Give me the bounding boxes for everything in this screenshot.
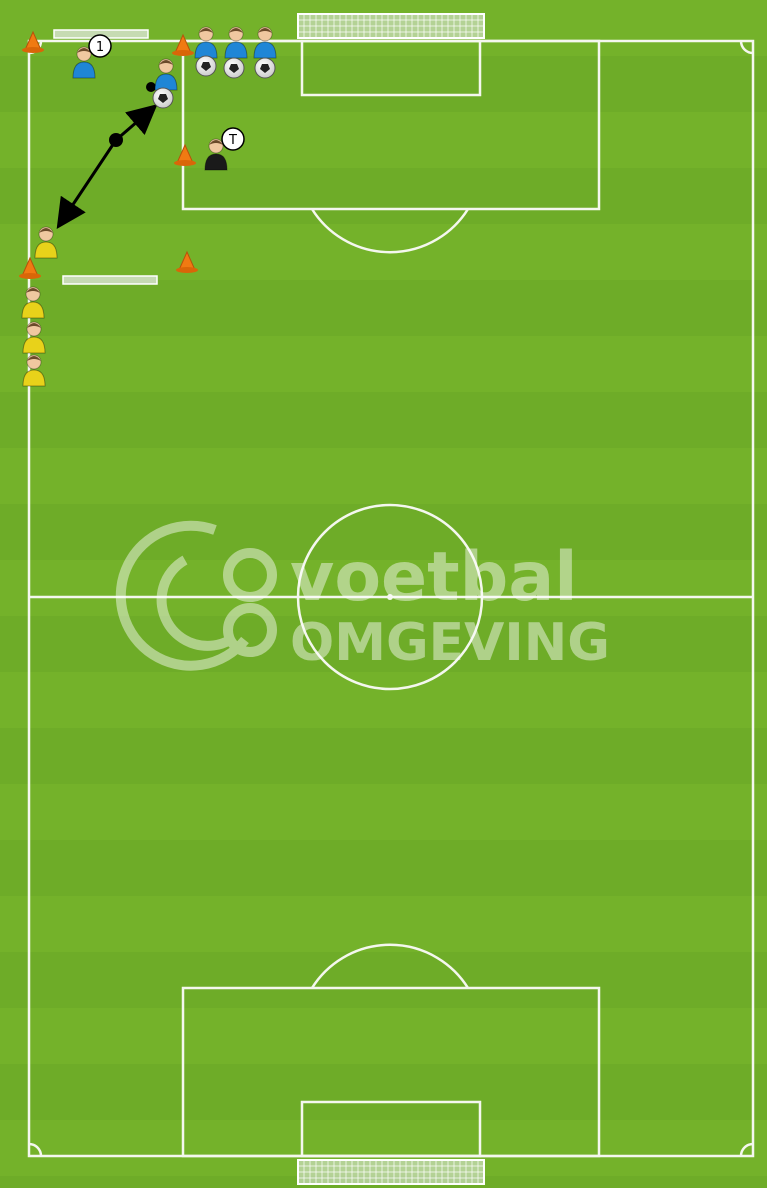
pass-point [109, 133, 123, 147]
ball-icon [196, 56, 216, 76]
ball-icon [224, 58, 244, 78]
grass-stripe [0, 1064, 767, 1120]
grass-stripe [0, 168, 767, 224]
grass-stripe [0, 840, 767, 896]
watermark-text: OMGEVING [290, 613, 610, 673]
goal-icon [298, 1160, 484, 1184]
grass-stripe [0, 952, 767, 1008]
trainer-label: T [228, 133, 237, 148]
ball-icon [255, 58, 275, 78]
grass-stripe [0, 56, 767, 112]
watermark-text: voetbal [290, 538, 578, 617]
grass-stripe [0, 728, 767, 784]
grass-stripe [0, 392, 767, 448]
trainer-badge: T [222, 128, 244, 150]
player-number-label: 1 [96, 40, 104, 55]
grass-stripe [0, 280, 767, 336]
goal-icon [298, 14, 484, 38]
goal-icon [63, 276, 157, 284]
ball-icon [153, 88, 173, 108]
player-number-badge: 1 [89, 35, 111, 57]
